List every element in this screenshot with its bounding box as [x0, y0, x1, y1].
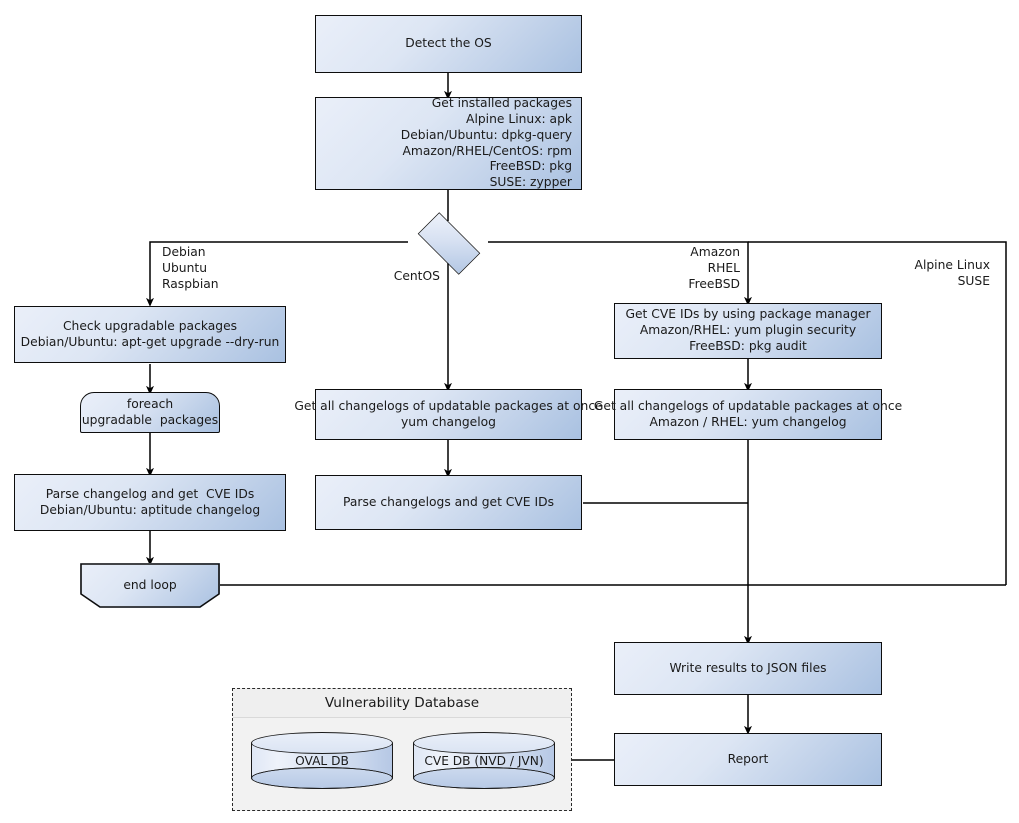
- node-cve-by-package-manager[interactable]: Get CVE IDs by using package manager Ama…: [614, 303, 882, 359]
- node-parse-changelogs-centos-label: Parse changelogs and get CVE IDs: [343, 494, 554, 509]
- node-write-results[interactable]: Write results to JSON files: [614, 642, 882, 695]
- node-check-upgradable-packages-label: Check upgradable packages Debian/Ubuntu:…: [20, 318, 280, 349]
- cylinder-bottom-outline: [251, 767, 393, 789]
- node-write-results-label: Write results to JSON files: [669, 660, 827, 675]
- node-check-upgradable-packages[interactable]: Check upgradable packages Debian/Ubuntu:…: [14, 306, 286, 363]
- node-changelogs-amazon-label: Get all changelogs of updatable packages…: [593, 398, 903, 429]
- node-end-loop[interactable]: end loop: [80, 563, 220, 608]
- node-parse-changelog-debian-label: Parse changelog and get CVE IDs Debian/U…: [39, 486, 261, 517]
- node-changelogs-centos[interactable]: Get all changelogs of updatable packages…: [294, 389, 603, 440]
- vulnerability-database-group: Vulnerability Database OVAL DB CVE DB (N…: [232, 688, 572, 811]
- cylinder-top: [251, 732, 393, 754]
- node-report-label: Report: [727, 751, 769, 766]
- node-foreach-loop-start[interactable]: foreach upgradable packages: [80, 392, 220, 433]
- node-foreach-loop-start-label: foreach upgradable packages: [81, 396, 219, 427]
- node-os-decision[interactable]: [408, 212, 488, 275]
- vulnerability-database-title: Vulnerability Database: [233, 689, 571, 718]
- node-detect-os[interactable]: Detect the OS: [315, 15, 582, 73]
- database-cve-db[interactable]: CVE DB (NVD / JVN): [413, 732, 555, 789]
- node-end-loop-label: end loop: [123, 577, 177, 592]
- edge-label-alpine-branch: Alpine Linux SUSE: [914, 258, 990, 289]
- node-parse-changelogs-centos[interactable]: Parse changelogs and get CVE IDs: [315, 475, 582, 530]
- node-parse-changelog-debian[interactable]: Parse changelog and get CVE IDs Debian/U…: [14, 474, 286, 531]
- edge-label-debian-branch: Debian Ubuntu Raspbian: [162, 245, 219, 292]
- node-get-installed-packages-label: Get installed packages Alpine Linux: apk…: [400, 95, 572, 190]
- database-cve-db-label: CVE DB (NVD / JVN): [424, 753, 544, 768]
- decision-diamond-shape: [417, 212, 481, 275]
- node-changelogs-centos-label: Get all changelogs of updatable packages…: [294, 398, 603, 429]
- node-detect-os-label: Detect the OS: [405, 36, 492, 50]
- database-oval-db[interactable]: OVAL DB: [251, 732, 393, 789]
- edge-label-centos-branch: CentOS: [393, 269, 440, 283]
- end-loop-shape: [80, 563, 220, 608]
- edge-label-amazon-branch: Amazon RHEL FreeBSD: [688, 245, 740, 292]
- node-report[interactable]: Report: [614, 733, 882, 786]
- node-cve-by-package-manager-label: Get CVE IDs by using package manager Ama…: [625, 307, 871, 353]
- end-loop-outline: [80, 563, 220, 608]
- node-get-installed-packages[interactable]: Get installed packages Alpine Linux: apk…: [315, 95, 582, 190]
- cylinder-top: [413, 732, 555, 754]
- node-changelogs-amazon[interactable]: Get all changelogs of updatable packages…: [594, 389, 902, 440]
- cylinder-bottom-outline: [413, 767, 555, 789]
- database-oval-db-label: OVAL DB: [295, 753, 349, 768]
